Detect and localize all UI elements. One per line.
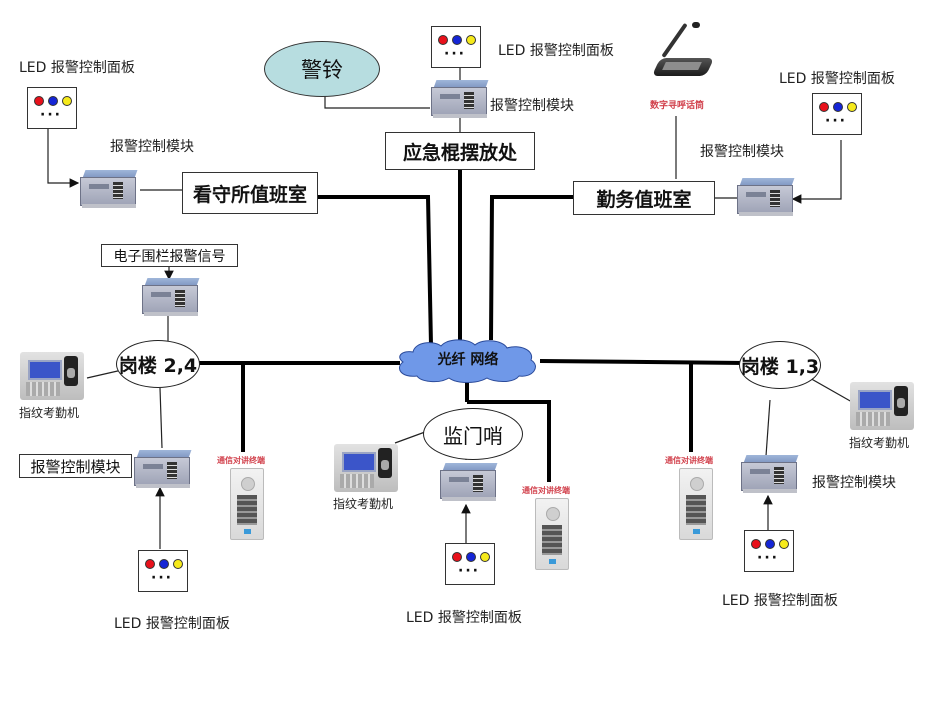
backbone-detention xyxy=(316,195,433,346)
intercom-terminal-tower24[interactable] xyxy=(230,468,264,540)
service-duty-room[interactable]: 勤务值班室 xyxy=(573,181,715,215)
paging-microphone-icon[interactable] xyxy=(650,22,720,82)
gate-post-label: 监门哨 xyxy=(443,423,503,448)
backbone-service xyxy=(489,195,573,341)
alarm-module-tower13-label: 报警控制模块 xyxy=(812,475,896,491)
alarm-bell-node[interactable]: 警铃 xyxy=(264,41,380,97)
emergency-baton-location[interactable]: 应急棍摆放处 xyxy=(385,132,535,170)
fingerprint-terminal-tower13[interactable] xyxy=(850,382,914,430)
intercom-gate-label: 通信对讲终端 xyxy=(522,486,570,495)
alarm-module-detention-label: 报警控制模块 xyxy=(110,139,194,155)
emergency-baton-label: 应急棍摆放处 xyxy=(402,141,517,164)
alarm-module-service-label: 报警控制模块 xyxy=(700,144,784,160)
led-panel-emergency[interactable]: ··· xyxy=(431,26,481,68)
fingerprint-gate-label: 指纹考勤机 xyxy=(333,497,394,511)
backbone-tower13 xyxy=(539,359,746,365)
led-panel-tower24-label: LED 报警控制面板 xyxy=(114,616,230,632)
intercom-tower13-label: 通信对讲终端 xyxy=(665,456,713,465)
alarm-module-emergency-label: 报警控制模块 xyxy=(490,98,574,114)
paging-microphone-label: 数字寻呼话筒 xyxy=(650,101,705,111)
detention-duty-room-label: 看守所值班室 xyxy=(192,183,307,206)
led-panel-service[interactable]: ··· xyxy=(812,93,862,135)
fingerprint-tower13-label: 指纹考勤机 xyxy=(849,436,910,450)
alarm-module-emergency[interactable] xyxy=(431,80,489,120)
electronic-fence-label: 电子围栏报警信号 xyxy=(113,248,226,265)
alarm-module-tower24[interactable] xyxy=(134,450,192,490)
led-panel-detention-label: LED 报警控制面板 xyxy=(19,60,135,76)
fingerprint-tower24-label: 指纹考勤机 xyxy=(19,406,80,420)
led-panel-emergency-label: LED 报警控制面板 xyxy=(498,43,614,59)
guard-tower-13[interactable]: 岗楼 1,3 xyxy=(739,341,821,389)
intercom-terminal-gate[interactable] xyxy=(535,498,569,570)
led-panel-tower13[interactable]: ··· xyxy=(744,530,794,572)
led-panel-tower13-label: LED 报警控制面板 xyxy=(722,593,838,609)
alarm-module-gate[interactable] xyxy=(440,463,498,503)
detention-duty-room[interactable]: 看守所值班室 xyxy=(182,172,318,214)
service-duty-room-label: 勤务值班室 xyxy=(596,188,692,211)
alarm-bell-label: 警铃 xyxy=(301,58,343,82)
guard-tower-24-label: 岗楼 2,4 xyxy=(118,354,198,377)
alarm-module-service[interactable] xyxy=(737,178,795,218)
intercom-tower24-label: 通信对讲终端 xyxy=(217,456,265,465)
thin-lines xyxy=(47,61,853,549)
intercom-terminal-tower13[interactable] xyxy=(679,468,713,540)
fiber-network-label: 光纤 网络 xyxy=(437,352,499,368)
fingerprint-terminal-gate[interactable] xyxy=(334,444,398,492)
fiber-network-cloud xyxy=(399,339,536,383)
led-panel-gate[interactable]: ··· xyxy=(445,543,495,585)
guard-tower-13-label: 岗楼 1,3 xyxy=(740,355,820,378)
led-panel-detention[interactable]: ··· xyxy=(27,87,77,129)
alarm-module-fence[interactable] xyxy=(142,278,200,318)
led-panel-service-label: LED 报警控制面板 xyxy=(779,71,895,87)
backbone-lines xyxy=(198,168,746,482)
fingerprint-terminal-tower24[interactable] xyxy=(20,352,84,400)
backbone-gate-intercom xyxy=(467,400,551,482)
gate-post[interactable]: 监门哨 xyxy=(423,408,523,460)
alarm-module-tower13[interactable] xyxy=(741,455,799,495)
electronic-fence-signal[interactable]: 电子围栏报警信号 xyxy=(101,244,238,267)
alarm-module-tower24-label: 报警控制模块 xyxy=(30,457,121,476)
alarm-module-detention[interactable] xyxy=(80,170,138,210)
led-panel-gate-label: LED 报警控制面板 xyxy=(406,610,522,626)
guard-tower-24[interactable]: 岗楼 2,4 xyxy=(116,340,200,388)
led-panel-tower24[interactable]: ··· xyxy=(138,550,188,592)
alarm-module-tower24-box[interactable]: 报警控制模块 xyxy=(19,454,132,478)
